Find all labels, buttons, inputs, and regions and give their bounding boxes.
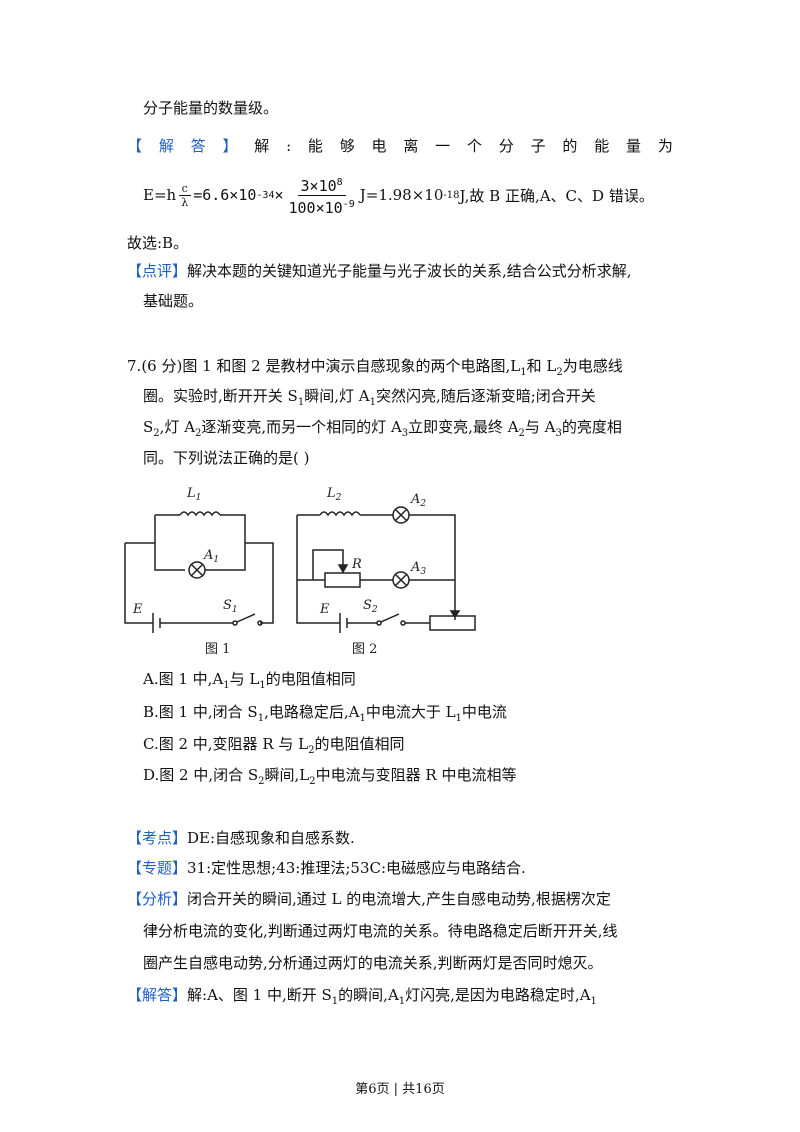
switch-s1 <box>236 613 256 623</box>
answer-label-char: 】 <box>222 137 238 155</box>
answer-text-char: 为 <box>657 137 673 155</box>
answer-label-char: 答 <box>190 137 206 155</box>
answer-text-char: 解 <box>254 137 270 155</box>
answer-text-char: 量 <box>626 137 642 155</box>
label-a2: A2 <box>410 492 426 509</box>
question-line: S2,灯 A2逐渐变亮,而另一个相同的灯 A3立即变亮,最终 A2与 A3的亮度… <box>143 418 622 439</box>
energy-formula: E= h c λ =6.6×10-34 × 3×108 100×10-9 J=1… <box>143 170 654 220</box>
answer-text-char: 够 <box>339 137 355 155</box>
fig2-caption: 图 2 <box>352 642 377 657</box>
option-d: D.图 2 中,闭合 S2瞬间,L2中电流与变阻器 R 中电流相等 <box>143 766 517 787</box>
label-s2: S2 <box>363 598 378 615</box>
answer-text-char: : <box>286 137 292 155</box>
question-line: 7.(6 分)图 1 和图 2 是教材中演示自感现象的两个电路图,L1和 L2为… <box>127 357 623 378</box>
fenxi-line-3: 圈产生自感电动势,分析通过两灯的电流关系,判断两灯是否同时熄灭。 <box>143 954 603 972</box>
answer-text-char: 电 <box>371 137 387 155</box>
page-footer: 第6页 | 共16页 <box>355 1082 445 1097</box>
answer-label-char: 解 <box>158 137 174 155</box>
label-a3: A3 <box>410 560 426 577</box>
label-s1: S1 <box>223 598 238 615</box>
answer-text-char: 离 <box>403 137 419 155</box>
answer-text-char: 子 <box>530 137 546 155</box>
paragraph-text: 分子能量的数量级。 <box>143 99 279 117</box>
comment-label: 【点评】 <box>127 262 188 280</box>
zhuanti-label: 【专题】 <box>127 859 188 877</box>
rheostat-r <box>324 572 361 588</box>
label-l2: L2 <box>326 486 342 503</box>
comment-line: 【点评】解决本题的关键知道光子能量与光子波长的关系,结合公式分析求解, <box>127 262 632 280</box>
option-b: B.图 1 中,闭合 S1,电路稳定后,A1中电流大于 L1中电流 <box>143 703 507 724</box>
inductor-l2 <box>319 511 361 517</box>
answer-label-char: 【 <box>127 137 143 155</box>
switch-s2 <box>380 613 400 623</box>
fig1-caption: 图 1 <box>205 642 230 657</box>
label-e2: E <box>319 602 330 617</box>
question-line: 圈。实验时,断开开关 S1瞬间,灯 A1突然闪亮,随后逐渐变暗;闭合开关 <box>143 387 596 408</box>
label-a1: A1 <box>203 548 219 565</box>
answer-text-char: 一 <box>435 137 451 155</box>
label-e1: E <box>132 602 143 617</box>
circuit-figure: L1 A1 E S1 L2 A2 R A3 E S2 图 1 图 2 <box>124 486 476 657</box>
c-over-lambda: c λ <box>178 182 191 209</box>
comment-line-2: 基础题。 <box>143 292 204 310</box>
answer-text-char: 个 <box>466 137 482 155</box>
answer-text-char: 能 <box>307 137 323 155</box>
option-c: C.图 2 中,变阻器 R 与 L2的电阻值相同 <box>143 735 405 756</box>
answer-text-char: 分 <box>498 137 514 155</box>
answer-text-char: 能 <box>594 137 610 155</box>
question-line: 同。下列说法正确的是( ) <box>143 449 310 467</box>
kaodian-label: 【考点】 <box>127 829 188 847</box>
jieda-label: 【解答】 <box>127 986 188 1004</box>
label-l1: L1 <box>186 486 201 503</box>
answer-line: 【 解 答 】 解 : 能 够 电 离 一 个 分 子 的 能 量 为 <box>127 135 673 157</box>
answer-text-char: 的 <box>562 137 578 155</box>
choice-text: 故选:B。 <box>127 234 189 252</box>
kaodian-line: 【考点】DE:自感现象和自感系数. <box>127 829 355 847</box>
fenxi-line-2: 律分析电流的变化,判断通过两灯电流的关系。待电路稳定后断开开关,线 <box>143 922 618 940</box>
jieda-line: 【解答】解:A、图 1 中,断开 S1的瞬间,A1灯闪亮,是因为电路稳定时,A1 <box>127 986 597 1007</box>
option-a: A.图 1 中,A1与 L1的电阻值相同 <box>143 670 356 691</box>
rheostat-lower <box>429 615 476 631</box>
fenxi-label: 【分析】 <box>127 890 188 908</box>
label-r: R <box>351 557 362 572</box>
fenxi-line: 【分析】闭合开关的瞬间,通过 L 的电流增大,产生自感电动势,根据楞次定 <box>127 890 611 908</box>
inductor-l1 <box>179 511 221 517</box>
zhuanti-line: 【专题】31:定性思想;43:推理法;53C:电磁感应与电路结合. <box>127 859 526 877</box>
velocity-over-wavelength: 3×108 100×10-9 <box>286 174 358 217</box>
